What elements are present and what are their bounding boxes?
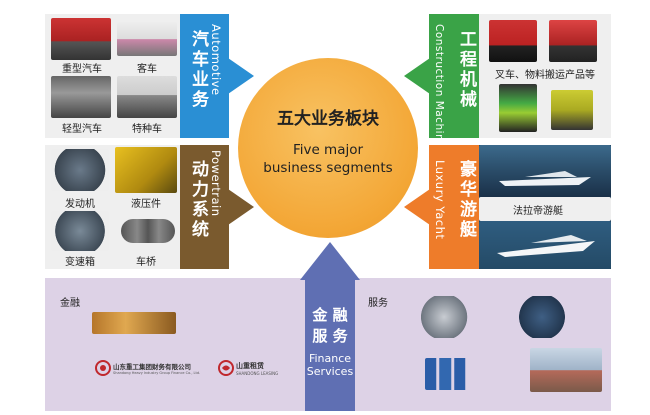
yacht-title-en: Luxury Yacht xyxy=(433,160,447,240)
construction-title-block xyxy=(429,14,479,138)
yacht-arrow xyxy=(404,189,430,225)
engine-service-image xyxy=(514,296,570,338)
light-vehicle-label: 轻型汽车 xyxy=(62,124,102,135)
special-vehicle-image xyxy=(117,76,177,118)
leasing-company-name: 山重租赁 xyxy=(236,362,264,370)
gearbox-label: 变速箱 xyxy=(65,257,95,268)
center-title-en-line2: business segments xyxy=(263,160,393,176)
bus-image xyxy=(117,22,177,56)
powertrain-title-en: Powertrain xyxy=(209,150,223,217)
pallet-truck-image xyxy=(549,20,597,62)
finance-company-name-en: Shandong Heavy Industry Group Finance Co… xyxy=(113,371,201,375)
finance-title-cn-line1: 金 融 xyxy=(312,306,348,324)
yacht-title-block xyxy=(429,145,479,269)
bus-label: 客车 xyxy=(137,64,157,75)
leasing-company-name-en: SHANDONG LEASING xyxy=(236,371,279,376)
finance-company-name: 山东重工集团财务有限公司 xyxy=(113,363,191,371)
center-title-cn: 五大业务板块 xyxy=(277,109,379,129)
yacht-label-band xyxy=(479,197,611,221)
center-title-en-line1: Five major xyxy=(292,142,364,158)
automotive-title-block xyxy=(180,14,229,138)
heavy-truck-image xyxy=(51,18,111,60)
construction-title-cn: 工程机械 xyxy=(456,30,476,110)
reach-truck-image xyxy=(499,84,537,132)
automotive-photo-panel: 重型汽车 客车 轻型汽车 特种车 xyxy=(45,14,180,138)
yacht-label: 法拉帝游艇 xyxy=(513,206,563,217)
heavy-truck-label: 重型汽车 xyxy=(62,64,102,75)
services-section-label: 服务 xyxy=(368,298,388,309)
engine-image xyxy=(51,149,109,191)
finance-title-block xyxy=(305,278,355,411)
logistics-image xyxy=(530,348,602,392)
powertrain-arrow xyxy=(228,189,254,225)
parts-image xyxy=(418,296,476,338)
construction-arrow xyxy=(404,58,430,94)
axle-image xyxy=(121,219,175,243)
axle-label: 车桥 xyxy=(136,257,156,268)
currency-image xyxy=(92,312,176,334)
engine-label: 发动机 xyxy=(65,199,95,210)
powertrain-title-cn: 动力系统 xyxy=(188,160,208,240)
hand-pallet-image xyxy=(551,90,593,130)
yacht-image-top xyxy=(479,145,611,197)
construction-title-en: Construction Machinery xyxy=(433,24,445,160)
powertrain-photo-panel: 发动机 液压件 变速箱 车桥 xyxy=(45,145,180,269)
automotive-title-en: Automotive xyxy=(209,24,223,96)
yacht-silhouette-bottom xyxy=(497,235,595,257)
finance-title-en-line2: Services xyxy=(306,365,354,378)
finance-arrow xyxy=(300,242,360,280)
construction-items-label: 叉车、物料搬运产品等 xyxy=(495,70,595,81)
automotive-title-cn: 汽车业务 xyxy=(188,30,208,110)
powertrain-title-block xyxy=(180,145,229,269)
light-vehicle-image xyxy=(51,76,111,118)
hydraulics-image xyxy=(115,147,177,193)
forklift-image xyxy=(489,20,537,62)
finance-company-logo xyxy=(95,360,111,376)
yacht-photo-panel: 法拉帝游艇 xyxy=(479,145,611,269)
finance-title-cn-line2: 服 务 xyxy=(312,327,348,345)
finance-title-en-line1: Finance xyxy=(308,352,352,365)
lubricants-image xyxy=(425,358,475,390)
hydraulics-label: 液压件 xyxy=(131,199,161,210)
automotive-arrow xyxy=(228,58,254,94)
leasing-company-logo xyxy=(218,360,234,376)
gearbox-image xyxy=(51,211,109,251)
center-circle xyxy=(238,58,418,238)
finance-section-label: 金融 xyxy=(60,298,80,309)
construction-photo-panel: 叉车、物料搬运产品等 xyxy=(479,14,611,138)
special-vehicle-label: 特种车 xyxy=(132,124,162,135)
yacht-title-cn: 豪华游艇 xyxy=(456,160,476,240)
yacht-silhouette-top xyxy=(499,171,591,186)
